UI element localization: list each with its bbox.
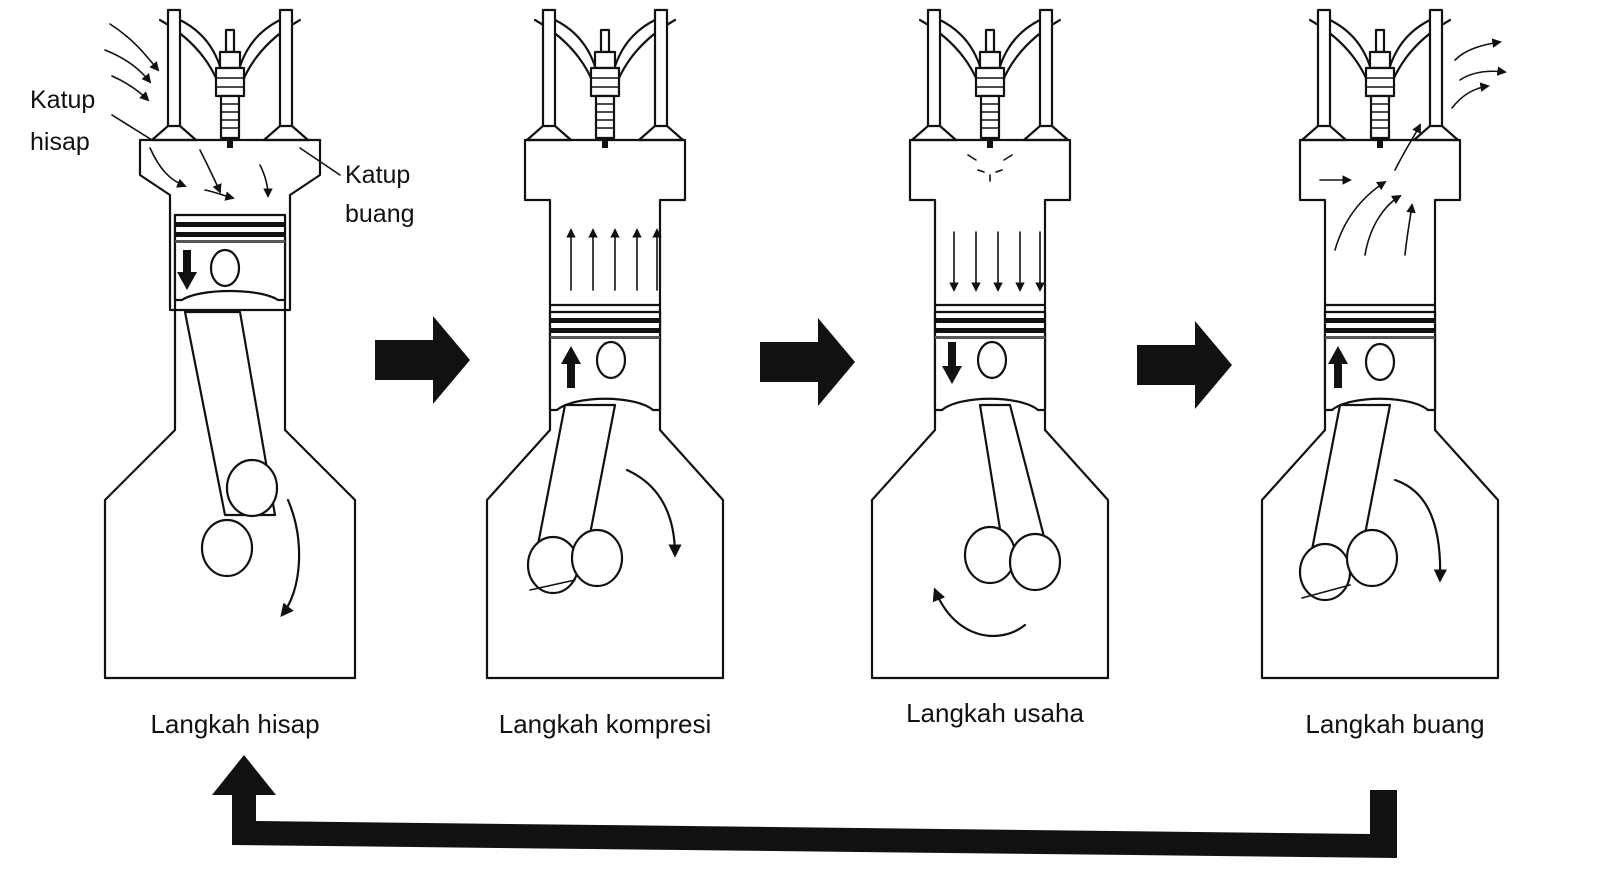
flow-arrow-2 xyxy=(760,318,855,406)
callout-exhaust-valve-line2: buang xyxy=(345,200,415,228)
stage-power: Langkah usaha xyxy=(870,8,1110,728)
stage-label-compression: Langkah kompresi xyxy=(499,709,711,739)
stage-label-intake: Langkah hisap xyxy=(150,709,319,739)
spark-ignition-icon xyxy=(967,154,1013,182)
stage-intake: Langkah hisap Katup hisap Katup buang xyxy=(30,8,415,739)
cycle-return-arrow xyxy=(212,755,1397,858)
callout-intake-valve-line1: Katup xyxy=(30,86,95,114)
stage-exhaust: Langkah buang xyxy=(1260,8,1507,739)
stage-label-power: Langkah usaha xyxy=(906,698,1084,728)
callout-exhaust-valve-line1: Katup xyxy=(345,161,410,189)
flow-arrow-1 xyxy=(375,316,470,404)
stage-compression: Langkah kompresi xyxy=(485,8,725,739)
callout-intake-valve-line2: hisap xyxy=(30,128,90,156)
flow-arrow-3 xyxy=(1137,321,1232,409)
stage-label-exhaust: Langkah buang xyxy=(1305,709,1484,739)
